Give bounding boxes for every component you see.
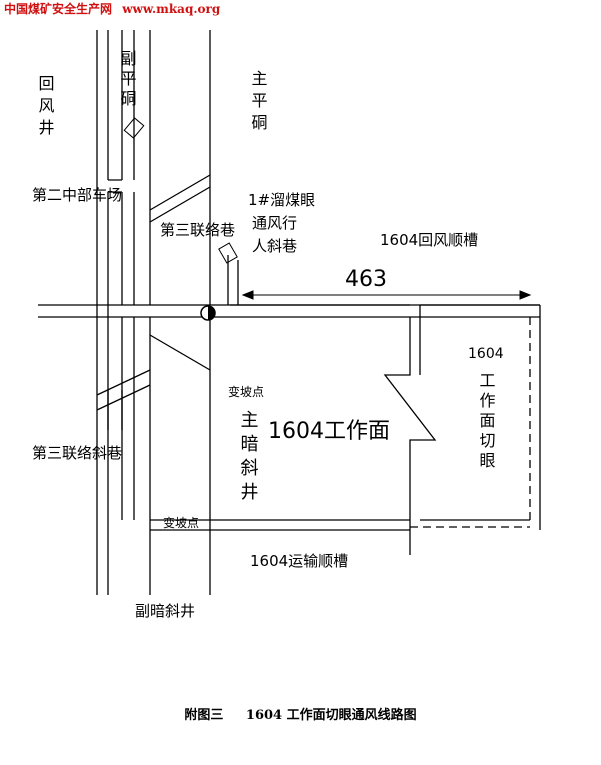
watermark-site-name: 中国煤矿安全生产网 [4, 2, 113, 16]
label-third-link-incline: 第三联络斜巷 [32, 444, 122, 462]
center-diagonal [149, 334, 211, 371]
label-haulage-gate: 1604运输顺槽 [250, 552, 348, 570]
ventilation-route-diagram: 回风井 副平硐 主平硐 第二中部车场 第三联络巷 1#溜煤眼 通风行 人斜巷 1… [32, 30, 541, 620]
figure-title: 1604 工作面切眼通风线路图 [245, 708, 417, 723]
return-shaft-roadway [96, 30, 109, 595]
junction-marker [200, 305, 216, 321]
label-main-incline: 主暗斜井 [238, 410, 259, 506]
label-open-cut-num: 1604 [468, 346, 504, 362]
watermark: 中国煤矿安全生产网 www.mkaq.org [4, 0, 220, 17]
label-slope-change-1: 变坡点 [228, 384, 264, 399]
main-adit-roadway [149, 30, 211, 595]
label-open-cut-text: 工作面切眼 [477, 372, 496, 472]
label-return-shaft: 回风井 [36, 75, 55, 141]
label-aux-adit: 副平硐 [118, 50, 137, 110]
label-third-link-upper: 第三联络巷 [160, 221, 235, 239]
aux-adit-roadway [121, 30, 135, 520]
working-face-boundary [383, 305, 437, 555]
distance-dimension [241, 290, 532, 300]
ventilation-doors [123, 117, 238, 264]
label-aux-incline: 副暗斜井 [135, 602, 195, 620]
figure-number: 附图三 [184, 708, 224, 723]
main-horizontal-roadway [38, 304, 540, 318]
haulage-gate-roadway [150, 519, 530, 531]
watermark-url: www.mkaq.org [122, 2, 221, 16]
ore-pass-incline [227, 255, 239, 305]
label-distance: 463 [345, 267, 387, 292]
label-working-face: 1604工作面 [268, 419, 390, 444]
label-second-yard: 第二中部车场 [32, 186, 122, 204]
label-return-gate: 1604回风顺槽 [380, 231, 478, 249]
lower-link-roadway [96, 369, 151, 430]
open-cut-dashed [410, 317, 531, 528]
label-slope-change-2: 变坡点 [163, 515, 199, 530]
return-gate-roadway [230, 304, 540, 318]
third-link-roadway [149, 174, 211, 223]
label-ore-pass-3: 人斜巷 [252, 237, 297, 255]
label-main-adit: 主平硐 [249, 70, 268, 136]
label-ore-pass-2: 通风行 [252, 214, 297, 232]
upper-connector [108, 179, 122, 193]
figure-caption: 附图三 1604 工作面切眼通风线路图 [0, 704, 601, 723]
label-ore-pass-1: 1#溜煤眼 [248, 191, 315, 209]
